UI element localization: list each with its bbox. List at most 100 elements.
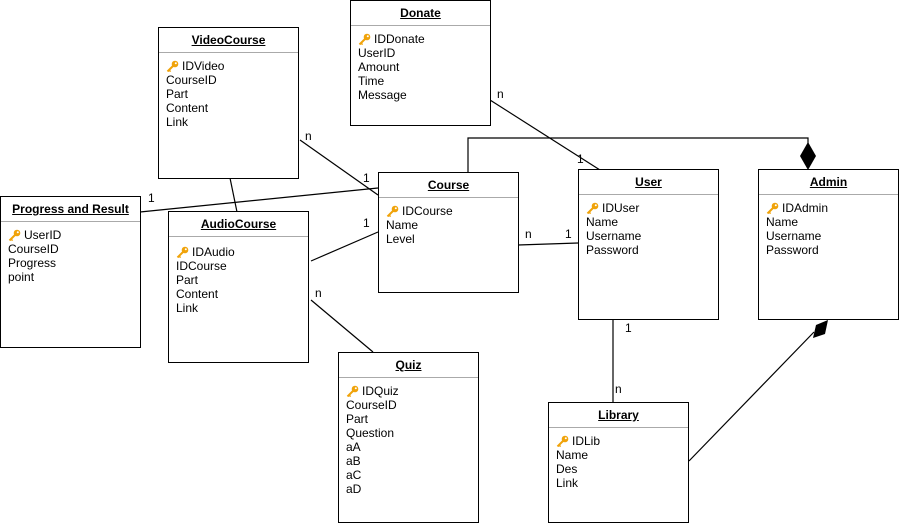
field-label: aA <box>346 440 361 454</box>
field-label: IDCourse <box>402 204 453 218</box>
audio-quiz-line <box>310 299 374 353</box>
field-row: IDAudio <box>176 245 304 259</box>
field-label: point <box>8 270 35 284</box>
field-label: Content <box>176 287 219 301</box>
field-row: Link <box>176 301 304 315</box>
field-row: UserID <box>8 228 136 242</box>
field-label: Name <box>766 215 799 229</box>
entity-library[interactable]: Library IDLib Name Des Link <box>548 402 689 523</box>
field-label: Link <box>176 301 199 315</box>
separator <box>1 221 140 222</box>
entity-donate[interactable]: Donate IDDonate UserID Amount Time Messa… <box>350 0 491 126</box>
label-user-library-n: n <box>615 382 622 396</box>
video-course-line <box>299 139 379 196</box>
key-icon <box>346 385 359 398</box>
field-row: IDQuiz <box>346 384 474 398</box>
field-label: aD <box>346 482 362 496</box>
field-row: IDAdmin <box>766 201 894 215</box>
field-row: Part <box>346 412 474 426</box>
field-row: Content <box>176 287 304 301</box>
field-row: aB <box>346 454 474 468</box>
field-row: IDCourse <box>176 259 304 273</box>
field-label: Password <box>766 243 819 257</box>
entity-course[interactable]: Course IDCourse Name Level <box>378 172 519 293</box>
field-label: aC <box>346 468 362 482</box>
field-label: IDAdmin <box>782 201 829 215</box>
field-label: IDVideo <box>182 59 225 73</box>
audio-course-line <box>310 231 379 262</box>
entity-title: Quiz <box>395 358 422 372</box>
field-label: Content <box>166 101 209 115</box>
field-row: Link <box>166 115 294 129</box>
field-label: Link <box>556 476 579 490</box>
label-course-user-n: n <box>525 227 532 241</box>
field-row: Content <box>166 101 294 115</box>
entity-user[interactable]: User IDUser Name Username Password <box>578 169 719 320</box>
key-icon <box>176 246 189 259</box>
field-label: Question <box>346 426 395 440</box>
entity-title: Progress and Result <box>12 202 129 216</box>
entity-title: Library <box>598 408 639 422</box>
field-row: Password <box>586 243 714 257</box>
field-label: IDDonate <box>374 32 425 46</box>
field-label: IDQuiz <box>362 384 399 398</box>
field-label: IDCourse <box>176 259 227 273</box>
field-row: Username <box>766 229 894 243</box>
field-label: UserID <box>358 46 396 60</box>
field-label: Part <box>176 273 199 287</box>
field-row: Part <box>166 87 294 101</box>
key-icon <box>586 202 599 215</box>
field-row: Time <box>358 74 486 88</box>
separator <box>579 194 718 195</box>
label-progress-course-1: 1 <box>148 191 155 205</box>
field-row: Link <box>556 476 684 490</box>
key-icon <box>358 33 371 46</box>
field-label: Part <box>346 412 369 426</box>
field-label: Part <box>166 87 189 101</box>
field-label: Name <box>556 448 589 462</box>
field-row: Username <box>586 229 714 243</box>
field-label: Name <box>586 215 619 229</box>
field-row: aA <box>346 440 474 454</box>
field-label: CourseID <box>346 398 397 412</box>
field-row: point <box>8 270 136 284</box>
field-label: IDAudio <box>192 245 235 259</box>
entity-title: User <box>635 175 662 189</box>
field-label: UserID <box>24 228 62 242</box>
separator <box>351 25 490 26</box>
field-row: Password <box>766 243 894 257</box>
entity-progress-and-result[interactable]: Progress and Result UserID CourseID Prog… <box>0 196 141 348</box>
field-row: Progress <box>8 256 136 270</box>
field-row: aC <box>346 468 474 482</box>
field-row: Des <box>556 462 684 476</box>
entity-videocourse[interactable]: VideoCourse IDVideo CourseID Part Conten… <box>158 27 299 179</box>
field-label: Time <box>358 74 385 88</box>
separator <box>759 194 898 195</box>
field-row: Part <box>176 273 304 287</box>
entity-quiz[interactable]: Quiz IDQuiz CourseID Part Question aA aB… <box>338 352 479 523</box>
progress-course-line <box>139 187 379 213</box>
field-row: IDUser <box>586 201 714 215</box>
field-row: Name <box>586 215 714 229</box>
field-row: IDVideo <box>166 59 294 73</box>
entity-title: Admin <box>809 175 848 189</box>
key-icon <box>386 205 399 218</box>
field-row: CourseID <box>8 242 136 256</box>
entity-title: Donate <box>400 6 441 20</box>
field-row: Name <box>766 215 894 229</box>
label-user-library-1: 1 <box>625 321 632 335</box>
entity-admin[interactable]: Admin IDAdmin Name Username Password <box>758 169 899 320</box>
entity-title: AudioCourse <box>200 217 277 231</box>
field-label: Password <box>586 243 639 257</box>
key-icon <box>166 60 179 73</box>
field-row: CourseID <box>166 73 294 87</box>
field-row: Message <box>358 88 486 102</box>
library-admin-aggregation-line <box>688 331 815 462</box>
separator <box>159 52 298 53</box>
field-label: Username <box>766 229 822 243</box>
entity-audiocourse[interactable]: AudioCourse IDAudio IDCourse Part Conten… <box>168 211 309 363</box>
field-label: Username <box>586 229 642 243</box>
key-icon <box>766 202 779 215</box>
field-label: IDLib <box>572 434 601 448</box>
